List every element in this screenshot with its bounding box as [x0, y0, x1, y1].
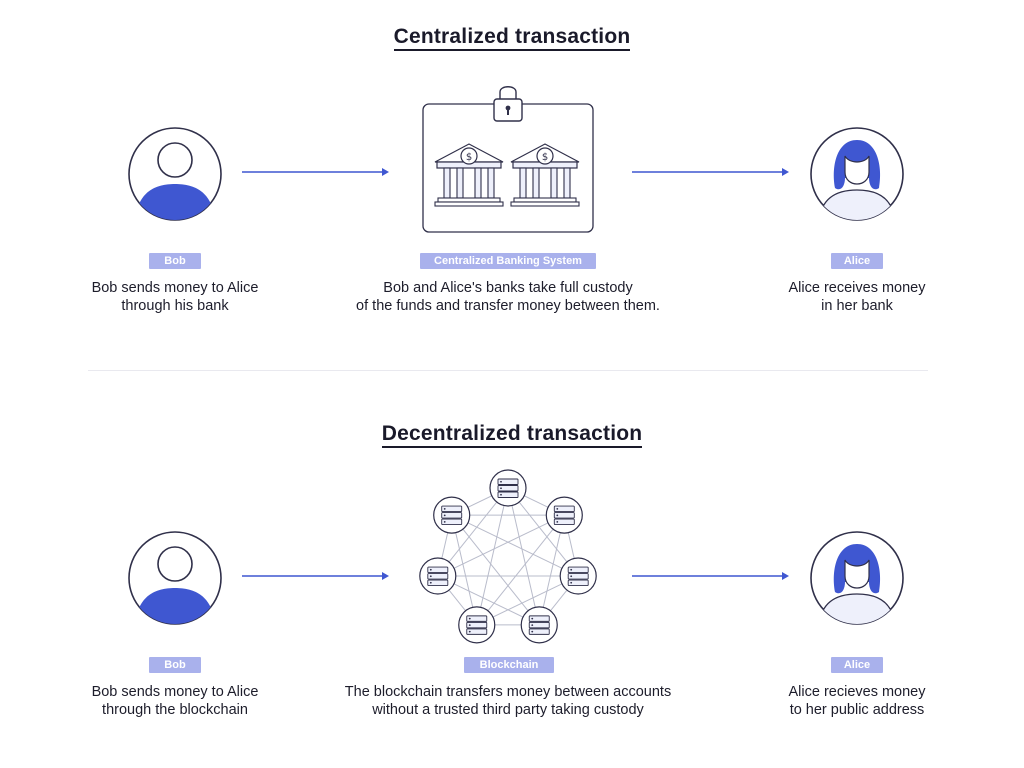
alice-caption-2: Alice recieves money to her public addre…: [788, 684, 926, 718]
alice-badge: Alice: [831, 253, 883, 269]
network-link: [507, 487, 540, 625]
padlock-icon: [493, 86, 523, 122]
bank-building-icon-1: $: [434, 143, 504, 207]
network-link: [437, 575, 540, 626]
blockchain-badge: Blockchain: [464, 657, 554, 673]
network-link: [507, 487, 579, 577]
network-link: [476, 487, 509, 625]
banking-system-box: $ $: [422, 86, 594, 233]
section-divider: [88, 370, 928, 371]
bob-avatar-icon-2: [128, 531, 222, 625]
network-link: [437, 514, 565, 577]
server-node-icon: [419, 557, 457, 595]
server-node-icon: [559, 557, 597, 595]
server-node-icon: [433, 496, 471, 534]
alice-avatar-icon-2: [810, 531, 904, 625]
blockchain-caption: The blockchain transfers money between a…: [344, 684, 672, 718]
arrow-blockchain-to-alice-icon: [632, 572, 789, 580]
network-link: [451, 514, 540, 626]
svg-text:$: $: [466, 152, 472, 163]
network-link: [437, 487, 509, 577]
centralized-title: Centralized transaction: [0, 25, 1024, 51]
centralized-section: Centralized transaction: [0, 0, 1024, 370]
bob-caption: Bob sends money to Alice through his ban…: [91, 280, 259, 314]
bob-badge: Bob: [149, 253, 201, 269]
server-node-icon: [458, 606, 496, 644]
banking-system-badge: Centralized Banking System: [420, 253, 596, 269]
network-link: [476, 575, 579, 626]
alice-badge-2: Alice: [831, 657, 883, 673]
bob-caption-2: Bob sends money to Alice through the blo…: [91, 684, 259, 718]
server-node-icon: [520, 606, 558, 644]
arrow-bank-to-alice-icon: [632, 168, 789, 176]
alice-avatar-icon: [810, 127, 904, 221]
svg-text:$: $: [542, 152, 548, 163]
network-link: [476, 514, 565, 626]
bob-avatar-icon: [128, 127, 222, 221]
alice-caption: Alice receives money in her bank: [788, 280, 926, 314]
decentralized-title: Decentralized transaction: [0, 422, 1024, 448]
banking-system-caption: Bob and Alice's banks take full custody …: [356, 280, 660, 314]
arrow-bob-to-bank-icon: [242, 168, 389, 176]
bob-badge-2: Bob: [149, 657, 201, 673]
network-link: [451, 514, 478, 625]
server-node-icon: [489, 469, 527, 507]
network-link: [538, 514, 565, 625]
blockchain-network-icon: [419, 469, 597, 644]
server-node-icon: [545, 496, 583, 534]
decentralized-section: Decentralized transaction Bob Bob sends …: [0, 372, 1024, 768]
bank-building-icon-2: $: [510, 143, 580, 207]
arrow-bob-to-blockchain-icon: [242, 572, 389, 580]
network-link: [451, 514, 579, 577]
